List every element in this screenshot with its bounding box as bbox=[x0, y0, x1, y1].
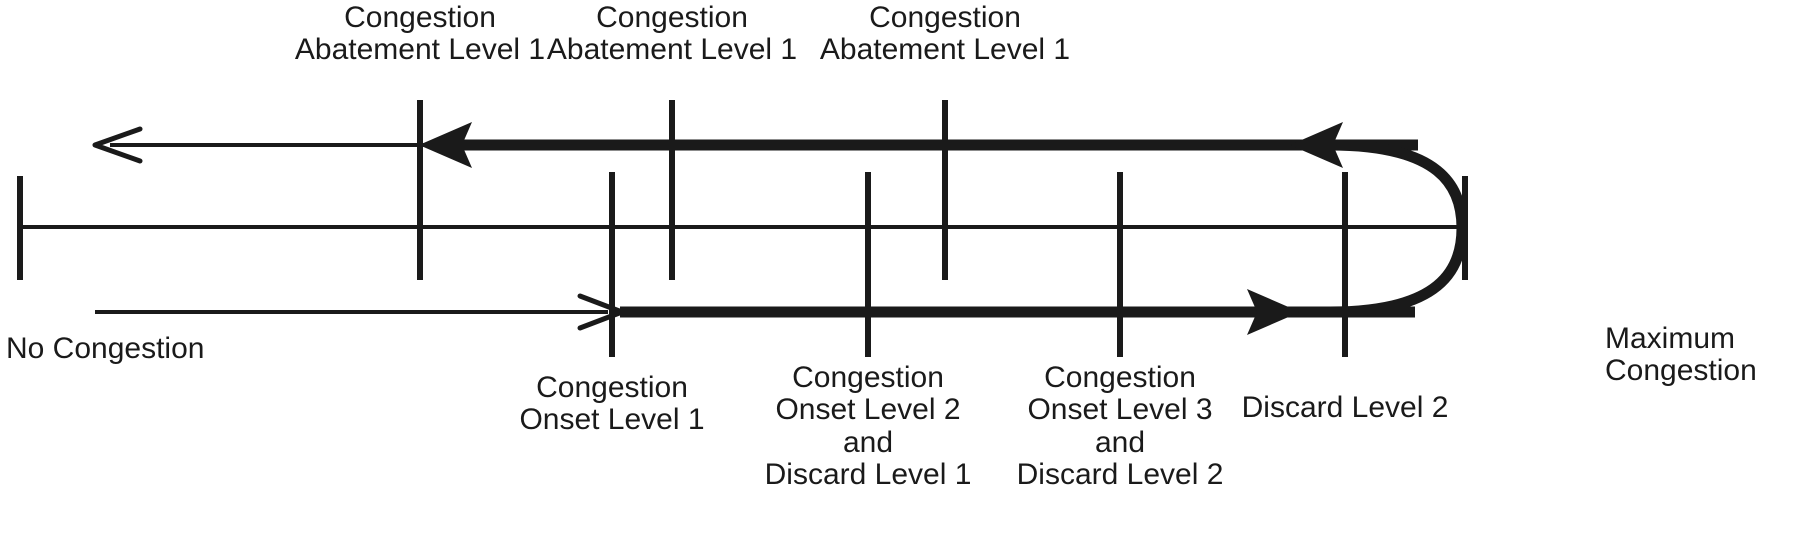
label-no-congestion: No Congestion bbox=[6, 332, 205, 365]
congestion-abatement-arrow bbox=[92, 122, 1418, 168]
thin-arrowhead-right bbox=[577, 293, 625, 331]
label-maximum-congestion: Maximum Congestion bbox=[1605, 322, 1757, 388]
thin-arrowhead-left bbox=[92, 126, 143, 164]
label-congestion-abatement-level-1: Congestion Abatement Level 1 bbox=[294, 1, 546, 67]
thick-arrowhead-left-return bbox=[1290, 122, 1343, 168]
label-discard-level-2: Discard Level 2 bbox=[1241, 391, 1449, 424]
label-congestion-abatement-level-3: Congestion Abatement Level 1 bbox=[819, 1, 1071, 67]
label-congestion-onset-level-3: Congestion Onset Level 3 and Discard Lev… bbox=[1016, 361, 1224, 492]
maximum-congestion-uturn bbox=[1329, 139, 1468, 318]
label-congestion-onset-level-2: Congestion Onset Level 2 and Discard Lev… bbox=[764, 361, 972, 492]
label-congestion-abatement-level-2: Congestion Abatement Level 1 bbox=[546, 1, 798, 67]
thick-arrowhead-right bbox=[1247, 289, 1300, 335]
label-congestion-onset-level-1: Congestion Onset Level 1 bbox=[519, 371, 705, 437]
congestion-onset-arrow bbox=[95, 289, 1415, 335]
thick-arrowhead-left bbox=[419, 122, 472, 168]
